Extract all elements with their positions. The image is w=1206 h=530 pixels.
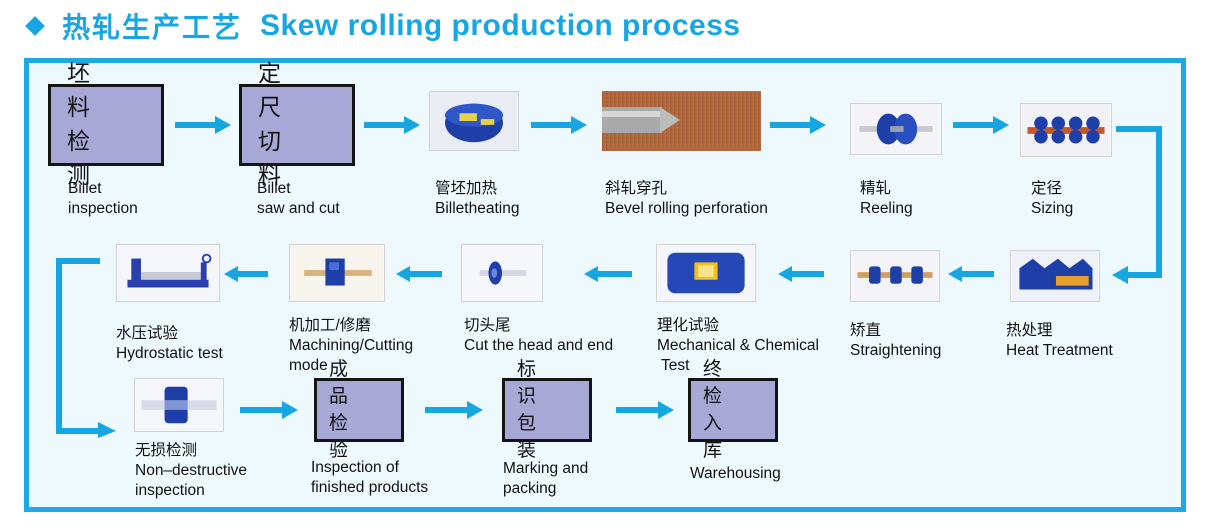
- connector-arrow-down-right: [56, 254, 116, 438]
- box-warehousing: 终 检 入 库: [688, 358, 778, 461]
- arrow-right-icon: [364, 116, 420, 134]
- label-ndt: 无损检测 Non–destructive inspection: [135, 442, 248, 499]
- reeling-image: [850, 103, 942, 155]
- machining-image: [289, 244, 385, 302]
- billet-heating-image: [429, 91, 519, 151]
- box-billet-inspection: 坯 料 检 测: [48, 61, 164, 189]
- box-line: 入 库: [703, 412, 735, 461]
- box-line: 切 料: [258, 129, 299, 189]
- arrow-right-icon: [616, 401, 674, 419]
- straightening-image: [850, 250, 940, 302]
- title-chinese: 热轧生产工艺: [62, 11, 243, 44]
- label-finished: Inspection of finished products: [311, 459, 429, 496]
- label-warehousing: Warehousing: [690, 465, 781, 482]
- arrow-right-icon: [425, 401, 483, 419]
- cut-ends-image: [461, 244, 543, 302]
- arrow-right-icon: [240, 401, 298, 419]
- page-title: 热轧生产工艺 Skew rolling production process: [25, 6, 741, 46]
- arrow-left-icon: [396, 266, 442, 282]
- box-billet-saw: 定 尺 切 料: [239, 61, 355, 189]
- label-hydrostatic: 水压试验 Hydrostatic test: [116, 325, 223, 362]
- label-mech-chem: 理化试验 Mechanical & Chemical Test: [657, 317, 819, 374]
- mech-chem-test-image: [656, 244, 756, 302]
- ndt-image: [134, 378, 224, 432]
- diamond-bullet-icon: [25, 16, 45, 36]
- perforation-image: [602, 91, 761, 151]
- box-finished-inspection: 成 品 检 验: [314, 358, 404, 461]
- box-line: 坯 料: [67, 61, 108, 121]
- connector-arrow-down-left: [1112, 124, 1164, 284]
- sizing-image: [1020, 103, 1112, 157]
- arrow-left-icon: [224, 266, 268, 282]
- arrow-left-icon: [948, 266, 994, 282]
- arrow-left-icon: [584, 266, 632, 282]
- label-straightening: 矫直 Straightening: [850, 322, 942, 359]
- label-heat-treatment: 热处理 Heat Treatment: [1006, 322, 1113, 359]
- box-line: 包 装: [517, 412, 549, 461]
- box-line: 终 检: [703, 358, 735, 407]
- arrow-right-icon: [770, 116, 826, 134]
- arrow-right-icon: [531, 116, 587, 134]
- label-cut-ends: 切头尾 Cut the head and end: [464, 317, 614, 354]
- label-heating: 管坯加热 Billetheating: [435, 180, 520, 217]
- label-billet-saw: Billet saw and cut: [257, 180, 340, 217]
- box-line: 检 测: [67, 129, 108, 189]
- label-reeling: 精轧 Reeling: [860, 180, 913, 217]
- title-english: Skew rolling production process: [260, 9, 741, 42]
- label-billet-inspection: Billet inspection: [68, 180, 138, 217]
- label-marking: Marking and packing: [503, 460, 589, 497]
- arrow-left-icon: [778, 266, 824, 282]
- box-line: 成 品: [329, 358, 361, 407]
- box-line: 检 验: [329, 412, 361, 461]
- hydrostatic-image: [116, 244, 220, 302]
- label-sizing: 定径 Sizing: [1031, 180, 1074, 217]
- box-marking-packing: 标 识 包 装: [502, 358, 592, 461]
- label-perforation: 斜轧穿孔 Bevel rolling perforation: [605, 180, 768, 217]
- heat-treatment-image: [1010, 250, 1100, 302]
- arrow-right-icon: [175, 116, 231, 134]
- box-line: 标 识: [517, 358, 549, 407]
- arrow-right-icon: [953, 116, 1009, 134]
- box-line: 定 尺: [258, 61, 299, 121]
- label-machining: 机加工/修磨 Machining/Cutting mode: [289, 317, 414, 374]
